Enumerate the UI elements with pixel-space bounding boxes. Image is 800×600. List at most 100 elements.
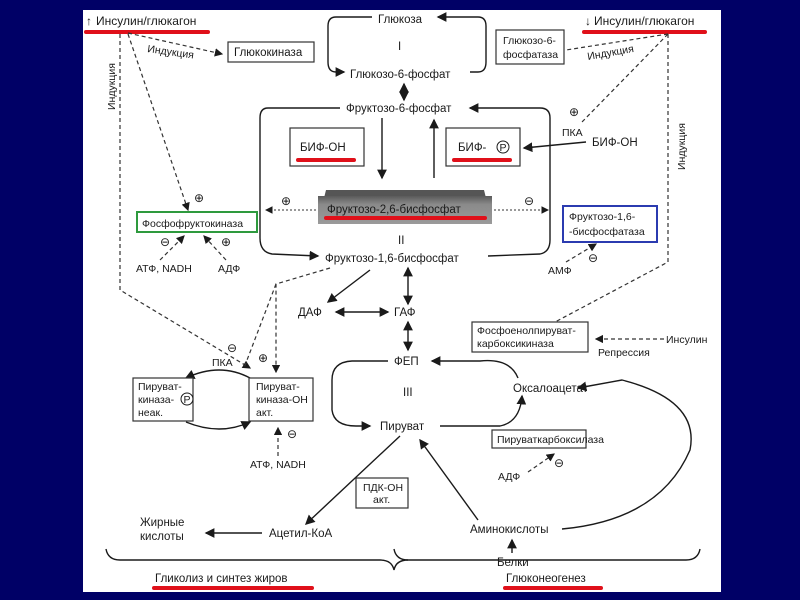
pka-label: ПКА [562,127,583,139]
minus-icon: ⊖ [524,194,534,208]
brace-left [105,548,409,571]
pka-phosphorylation-arrow [522,141,587,153]
down-arrow-icon: ↓ [585,14,591,28]
hormone-left-label: Инсулин/глюкагон [96,14,196,28]
metabolite-atp-nadh: АТФ, NADH [136,263,192,275]
metabolite-proteins: Белки [497,557,529,569]
adp-activates-pfk [203,235,227,261]
induction-line-g6pase [565,33,669,51]
metabolite-gap: ГАФ [394,307,416,319]
aminoacids-to-pyruvate-arrow [419,438,479,521]
induction-label: Индукция [676,123,688,170]
minus-icon: ⊖ [554,456,564,470]
metabolite-fatty-acids-line2: кислоты [140,531,184,543]
f16bp-to-dhap-arrow [326,269,371,303]
hormone-left: ↑ Инсулин/глюкагон [84,14,210,34]
pk-dephosphorylation-arrow [185,421,252,430]
pepck-reaction-arrow [430,356,519,379]
enzyme-pfk: Фосфофруктокиназа [142,218,243,230]
fbpase-box [562,205,658,243]
plus-icon: ⊕ [258,351,268,365]
induction-label: Индукция [147,43,195,61]
metabolite-pyruvate: Пируват [380,421,425,433]
enzyme-pk-inactive-line1: Пируват- [138,381,182,393]
glucokinase-arrow [327,16,372,77]
metabolite-f16bp: Фруктозо-1,6-бисфосфат [325,253,459,265]
pk-active-box [248,377,314,422]
induction-arrow-glucokinase [127,32,224,57]
pfk-box [136,211,258,233]
stage-2-label: II [398,235,404,247]
stage-1-label: I [398,41,401,53]
metabolite-dhap: ДАФ [298,307,322,319]
repression-label: Репрессия [598,347,650,359]
pfk-arrow [259,107,340,261]
metabolite-adp-2: АДФ [498,471,520,483]
pka-label: ПКА [212,357,233,369]
up-arrow-icon: ↑ [86,14,92,28]
pc-box [491,429,587,449]
enzyme-pyruvate-carboxylase: Пируваткарбоксилаза [497,434,604,446]
induction-line-pk [119,34,252,369]
fbpase-arrow [468,103,551,257]
enzyme-pk-active-line1: Пируват- [256,381,300,393]
pk-reaction-arrow [331,360,388,431]
metabolite-f6p: Фруктозо-6-фосфат [346,103,452,115]
adp-inhibits-pc [527,453,555,473]
plus-icon: ⊕ [194,191,204,205]
enzyme-pk-inactive-line2: киназа- [138,394,175,406]
enzyme-g6pase-line1: Глюкозо-6- [503,35,556,47]
pk-phosphorylation-arrow [184,369,251,379]
metabolite-pep: ФЕП [394,356,419,368]
enzyme-bif-p: БИФ- [458,142,487,154]
enzyme-fbpase-line2: -бисфосфатаза [569,226,645,238]
g6pase-box [495,29,565,65]
metabolite-atp-nadh-2: АТФ, NADH [250,459,306,471]
induction-label: Индукция [106,63,118,110]
metabolite-adp: АДФ [218,263,240,275]
aminoacids-to-oxaloacetate-arrow [561,379,692,530]
induction-label: Индукция [586,43,634,63]
plus-icon: ⊕ [221,235,231,249]
pka-branch-line [243,283,277,369]
phosphate-label: P [500,142,507,154]
pc-reaction-arrow [440,394,527,427]
plus-icon: ⊕ [281,194,291,208]
enzyme-pk-inactive-line3: неак. [138,407,163,419]
enzyme-glucokinase: Глюкокиназа [234,47,303,59]
enzyme-bif-oh: БИФ-ОН [300,142,346,154]
metabolite-amp: АМФ [548,265,572,277]
metabolite-g6p: Глюкозо-6-фосфат [350,69,451,81]
enzyme-pdk-line1: ПДК-ОН [363,482,403,494]
glucokinase-box [227,41,315,63]
pyruvate-to-acetylcoa-arrow [304,435,401,525]
enzyme-pepck-line1: Фосфоенолпируват- [477,325,576,337]
g6pase-arrow [436,12,487,73]
enzyme-pdk-line2: акт. [373,494,390,506]
section-title-glycolysis: Гликолиз и синтез жиров [155,573,288,585]
hormone-right-label: Инсулин/глюкагон [594,14,694,28]
amp-inhibits-fbpase [565,243,598,263]
minus-icon: ⊖ [160,235,170,249]
metabolite-insulin: Инсулин [666,334,708,346]
section-title-gluconeogenesis: Глюконеогенез [506,573,586,585]
induction-line-pepck [538,34,669,331]
enzyme-pk-active-line3: акт. [256,407,273,419]
metabolite-glucose: Глюкоза [378,14,423,26]
phosphate-icon [496,140,510,154]
enzyme-g6pase-line2: фосфатаза [503,49,558,61]
enzyme-bif-oh-right: БИФ-ОН [592,137,638,149]
minus-icon: ⊖ [287,427,297,441]
stage-3-label: III [403,387,413,399]
metabolite-oxaloacetate: Оксалоацетат [513,383,589,395]
plus-icon: ⊕ [569,105,579,119]
f16bp-activates-pk [271,267,331,374]
minus-icon: ⊖ [588,251,598,265]
hormone-right: ↓ Инсулин/глюкагон [582,14,707,34]
pdk-box [355,477,409,509]
metabolite-amino-acids: Аминокислоты [470,524,548,536]
metabolite-f26bp: Фруктозо-2,6-бисфосфат [327,204,461,216]
metabolite-acetyl-coa: Ацетил-КоА [269,528,332,540]
minus-icon: ⊖ [227,341,237,355]
